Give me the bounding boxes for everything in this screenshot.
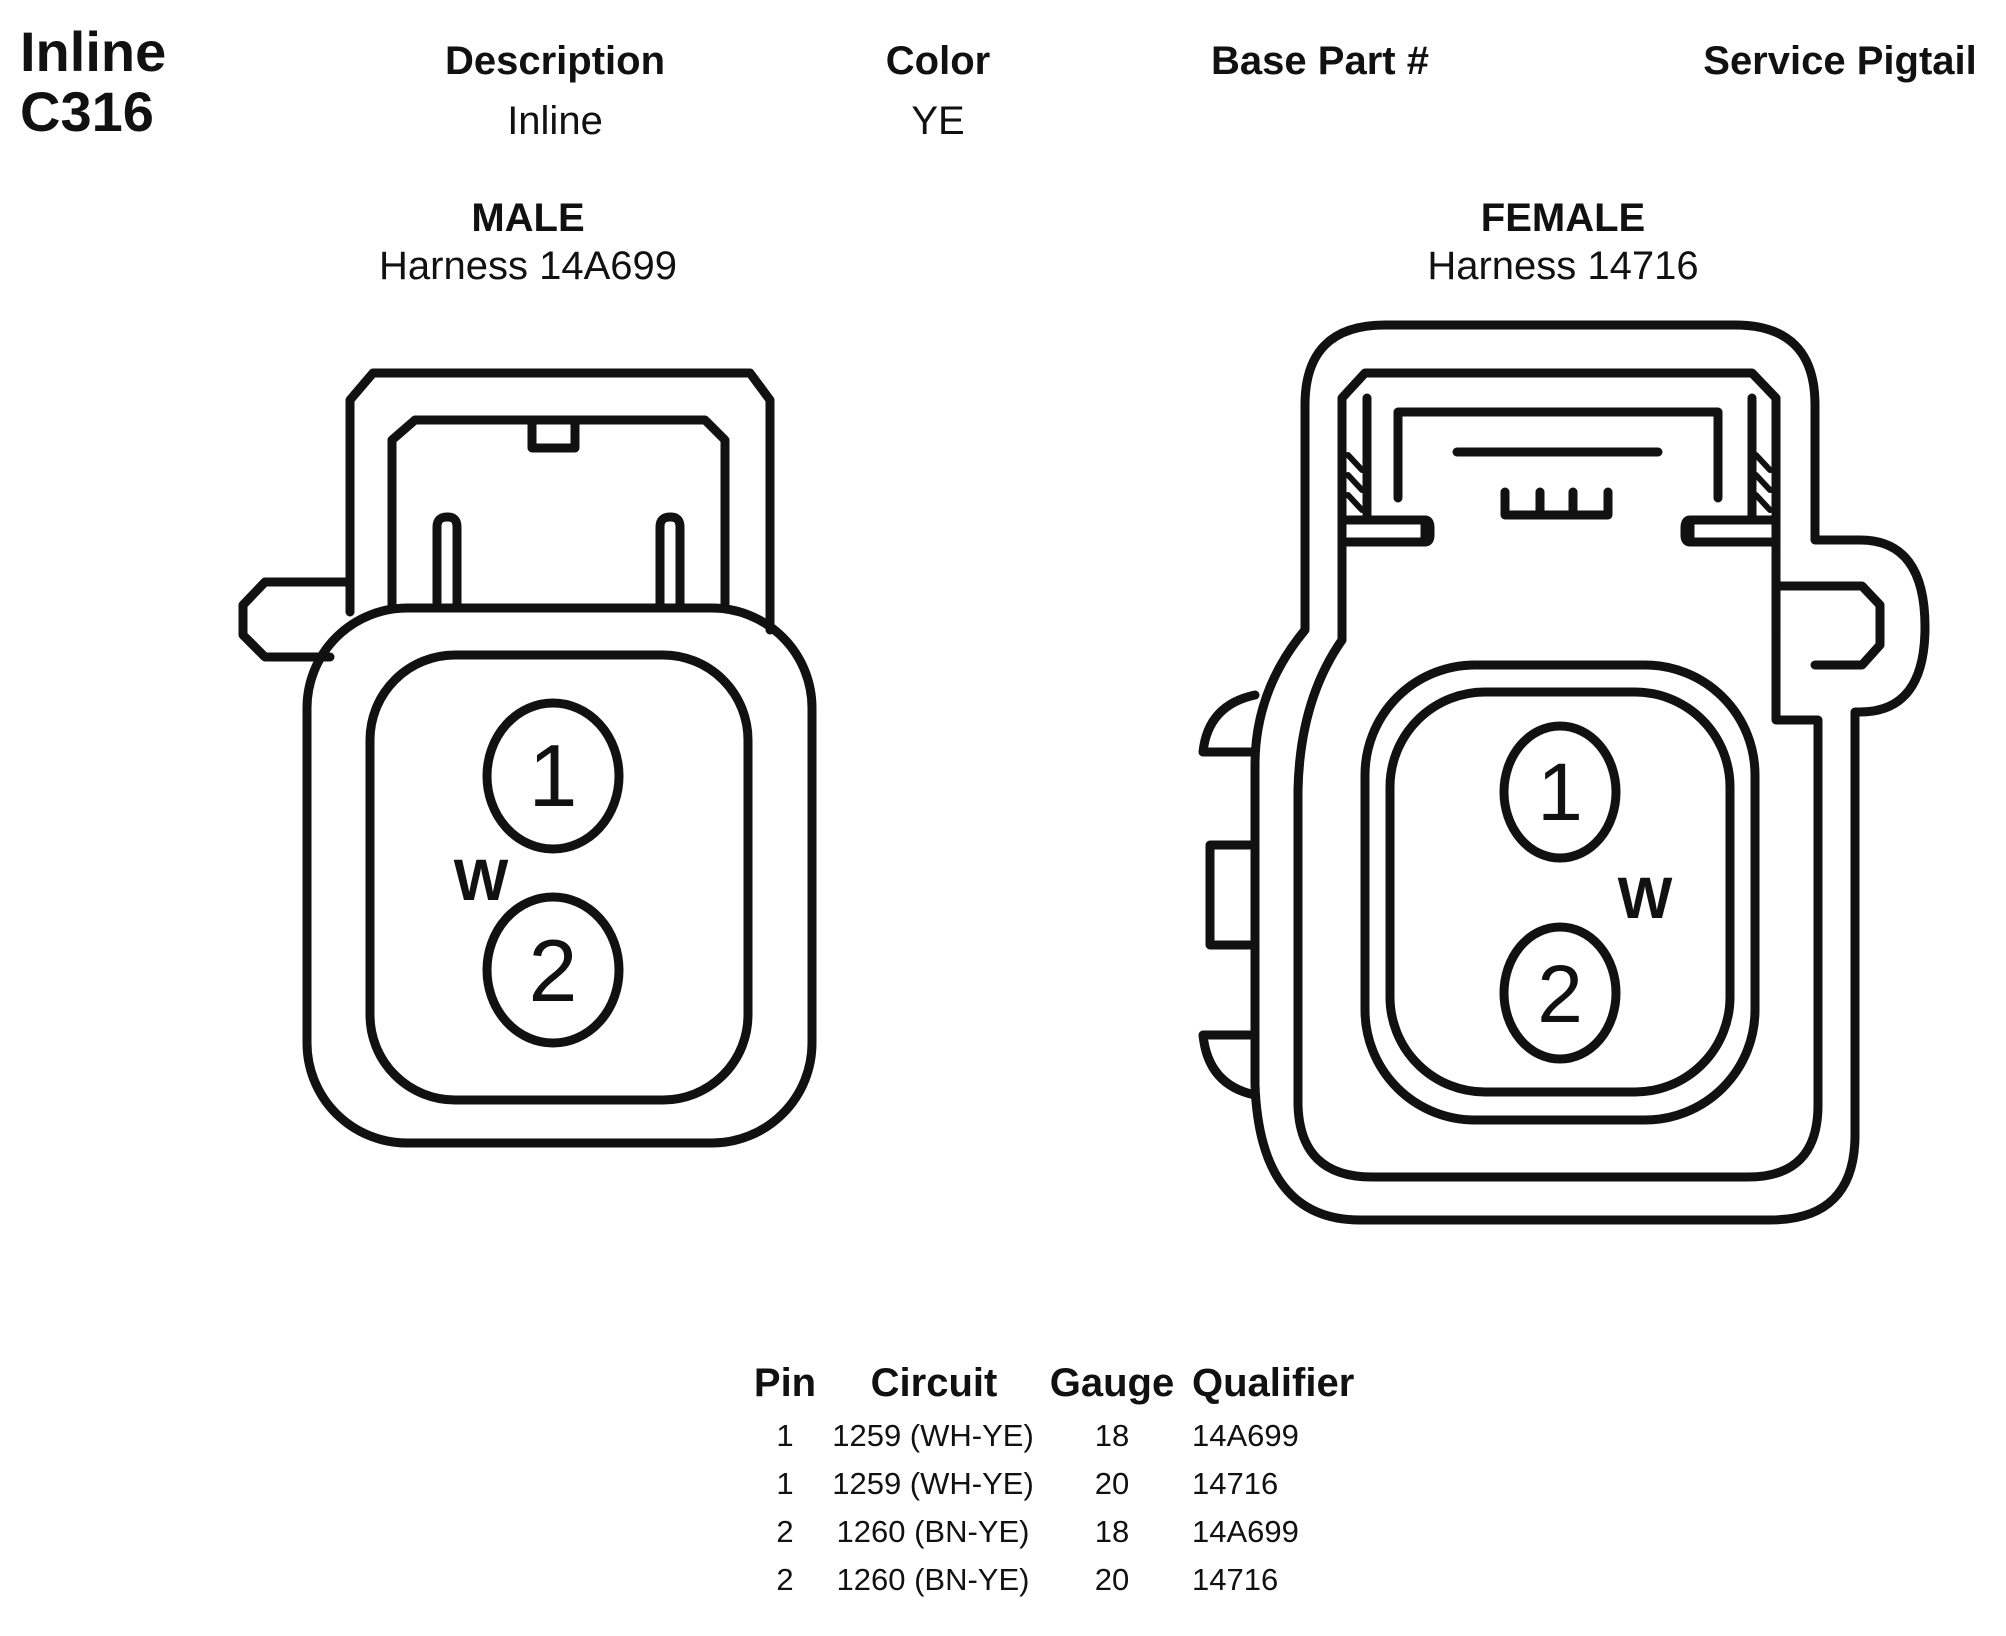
female-title: FEMALE (1480, 196, 1646, 240)
female-latch (1393, 407, 1723, 503)
male-pin-1-circle (482, 698, 624, 854)
header-description: Description (444, 39, 666, 83)
female-hatch-right (1753, 452, 1773, 513)
male-left-tab (238, 577, 355, 662)
female-release-right (1680, 515, 1781, 547)
female-cavity-outer (1360, 660, 1760, 1125)
female-inner-frame-r (1685, 515, 1781, 645)
male-cavity (365, 650, 753, 1105)
female-outer-body (1250, 320, 1930, 1225)
pin-table-header-gauge: Gauge (1049, 1361, 1175, 1405)
male-latch-right (655, 512, 685, 610)
female-latch-teeth (1500, 487, 1613, 520)
female-harness: Harness 14716 (1427, 244, 1699, 288)
table-row-2-gauge: 20 (1094, 1466, 1130, 1501)
header-color: Color (885, 39, 991, 83)
female-polarity-mark: W (1618, 866, 1673, 931)
female-inner-wall (1293, 635, 1823, 1182)
male-pin-2-circle (482, 892, 624, 1048)
pin-table-header-pin: Pin (753, 1361, 817, 1405)
male-title: MALE (471, 196, 585, 240)
male-harness: Harness 14A699 (379, 244, 677, 288)
male-rear-housing (345, 368, 775, 635)
table-row-3-gauge: 18 (1094, 1514, 1130, 1549)
header-service-pigtail: Service Pigtail (1703, 39, 1977, 83)
female-pin-1-label: 1 (1537, 747, 1583, 838)
female-hatch-left (1345, 452, 1365, 513)
table-row-4-pin: 2 (776, 1562, 794, 1597)
table-row-3-pin: 2 (776, 1514, 794, 1549)
female-pin-2-circle (1499, 922, 1621, 1064)
table-row-2-circuit: 1259 (WH-YE) (832, 1466, 1034, 1501)
pin-table-header-qualifier: Qualifier (1192, 1361, 1355, 1405)
connector-title: Inline C316 (20, 22, 166, 142)
table-row-4-circuit: 1260 (BN-YE) (836, 1562, 1030, 1597)
female-lock-inner (1362, 393, 1757, 525)
table-row-2-qualifier: 14716 (1192, 1466, 1279, 1501)
female-ear-inner (1771, 581, 1885, 670)
female-pin-2-label: 2 (1537, 949, 1583, 1040)
connector-type: Inline (20, 20, 167, 83)
table-row-1-pin: 1 (776, 1418, 794, 1453)
table-row-1-gauge: 18 (1094, 1418, 1130, 1453)
female-left-clip-mid (1205, 840, 1260, 950)
color-value: YE (911, 99, 965, 143)
table-row-4-qualifier: 14716 (1192, 1562, 1279, 1597)
table-row-2-pin: 1 (776, 1466, 794, 1501)
female-release-left (1337, 515, 1435, 547)
header-base-part: Base Part # (1211, 39, 1429, 83)
female-pin-1-circle (1499, 721, 1621, 863)
male-polarity-mark: W (454, 848, 509, 913)
female-left-clip-bottom (1198, 1030, 1260, 1100)
male-pin-2-label: 2 (529, 921, 578, 1020)
table-row-3-circuit: 1260 (BN-YE) (836, 1514, 1030, 1549)
table-row-4-gauge: 20 (1094, 1562, 1130, 1597)
female-lock-bracket (1337, 368, 1781, 547)
male-top-shroud (387, 415, 730, 610)
description-value: Inline (507, 99, 603, 143)
male-connector (238, 368, 817, 1148)
table-row-3-qualifier: 14A699 (1192, 1514, 1299, 1549)
female-inner-frame (1337, 515, 1430, 645)
pin-table-header-circuit: Circuit (870, 1361, 998, 1405)
male-front-body (302, 603, 817, 1148)
female-connector (1198, 320, 1930, 1225)
table-row-1-qualifier: 14A699 (1192, 1418, 1299, 1453)
connector-id: C316 (20, 80, 154, 143)
male-key-notch (527, 415, 580, 453)
table-row-1-circuit: 1259 (WH-YE) (832, 1418, 1034, 1453)
female-left-clip-top (1198, 690, 1260, 757)
female-cavity-inner (1385, 687, 1735, 1097)
male-latch-left (432, 512, 462, 610)
male-pin-1-label: 1 (529, 726, 578, 825)
